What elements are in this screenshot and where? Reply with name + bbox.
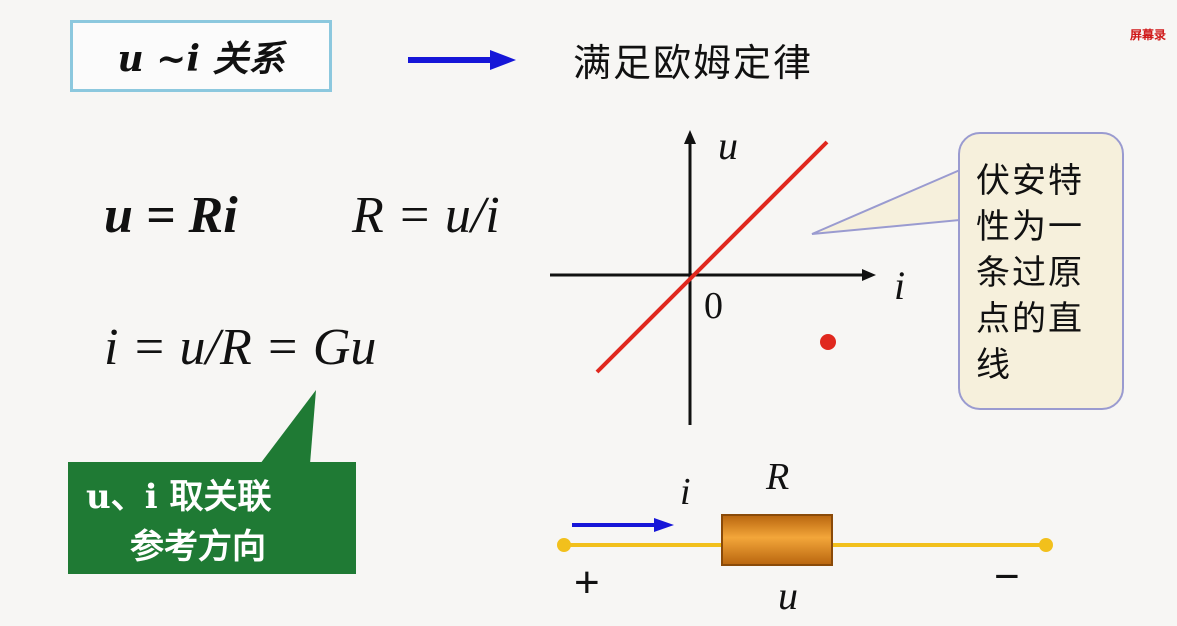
right-terminal bbox=[1039, 538, 1053, 552]
x-axis-label: i bbox=[894, 263, 906, 308]
note-line-2: 性为一 bbox=[976, 207, 1084, 247]
green-callout-tail bbox=[260, 390, 316, 464]
note-bubble-tail bbox=[811, 168, 961, 235]
left-terminal bbox=[557, 538, 571, 552]
reference-direction-callout: u、i 取关联 参考方向 bbox=[68, 462, 356, 574]
voltage-label: u bbox=[778, 573, 798, 618]
callout-line-2: 参考方向 bbox=[130, 527, 266, 567]
u-axis-arrow-icon bbox=[684, 130, 696, 144]
right-arrow-icon bbox=[408, 50, 516, 70]
callout-line-1: u、i 取关联 bbox=[86, 477, 272, 517]
resistor-circuit bbox=[557, 514, 1053, 566]
pointer-dot bbox=[820, 334, 836, 350]
minus-sign: − bbox=[994, 552, 1020, 601]
origin-label: 0 bbox=[704, 285, 723, 327]
current-arrow-icon bbox=[654, 518, 674, 532]
note-line-3: 条过原 bbox=[976, 253, 1084, 293]
current-label: i bbox=[680, 471, 691, 513]
relation-title-box: u ~i 关系 bbox=[70, 20, 332, 92]
resistor-label: R bbox=[766, 456, 790, 498]
iv-characteristic-line bbox=[595, 140, 829, 374]
relation-title: u ~i 关系 bbox=[117, 38, 285, 80]
iv-graph bbox=[550, 130, 876, 425]
ohm-law-text: 满足欧姆定律 bbox=[573, 41, 814, 85]
note-line-4: 点的直 bbox=[976, 299, 1084, 339]
i-axis-arrow-icon bbox=[862, 269, 876, 281]
va-characteristic-note: 伏安特 性为一 条过原 点的直 线 bbox=[958, 132, 1124, 410]
y-axis-label: u bbox=[718, 123, 738, 168]
note-line-5: 线 bbox=[976, 345, 1012, 385]
note-line-1: 伏安特 bbox=[976, 161, 1084, 201]
resistor-body bbox=[721, 514, 833, 566]
plus-sign: + bbox=[574, 558, 600, 607]
equation-u-ri: u = Ri bbox=[104, 187, 238, 244]
equation-r-ui: R = u/i bbox=[352, 187, 500, 244]
equation-i-gu: i = u/R = Gu bbox=[104, 319, 377, 376]
watermark: 屏幕录 bbox=[1130, 28, 1167, 42]
